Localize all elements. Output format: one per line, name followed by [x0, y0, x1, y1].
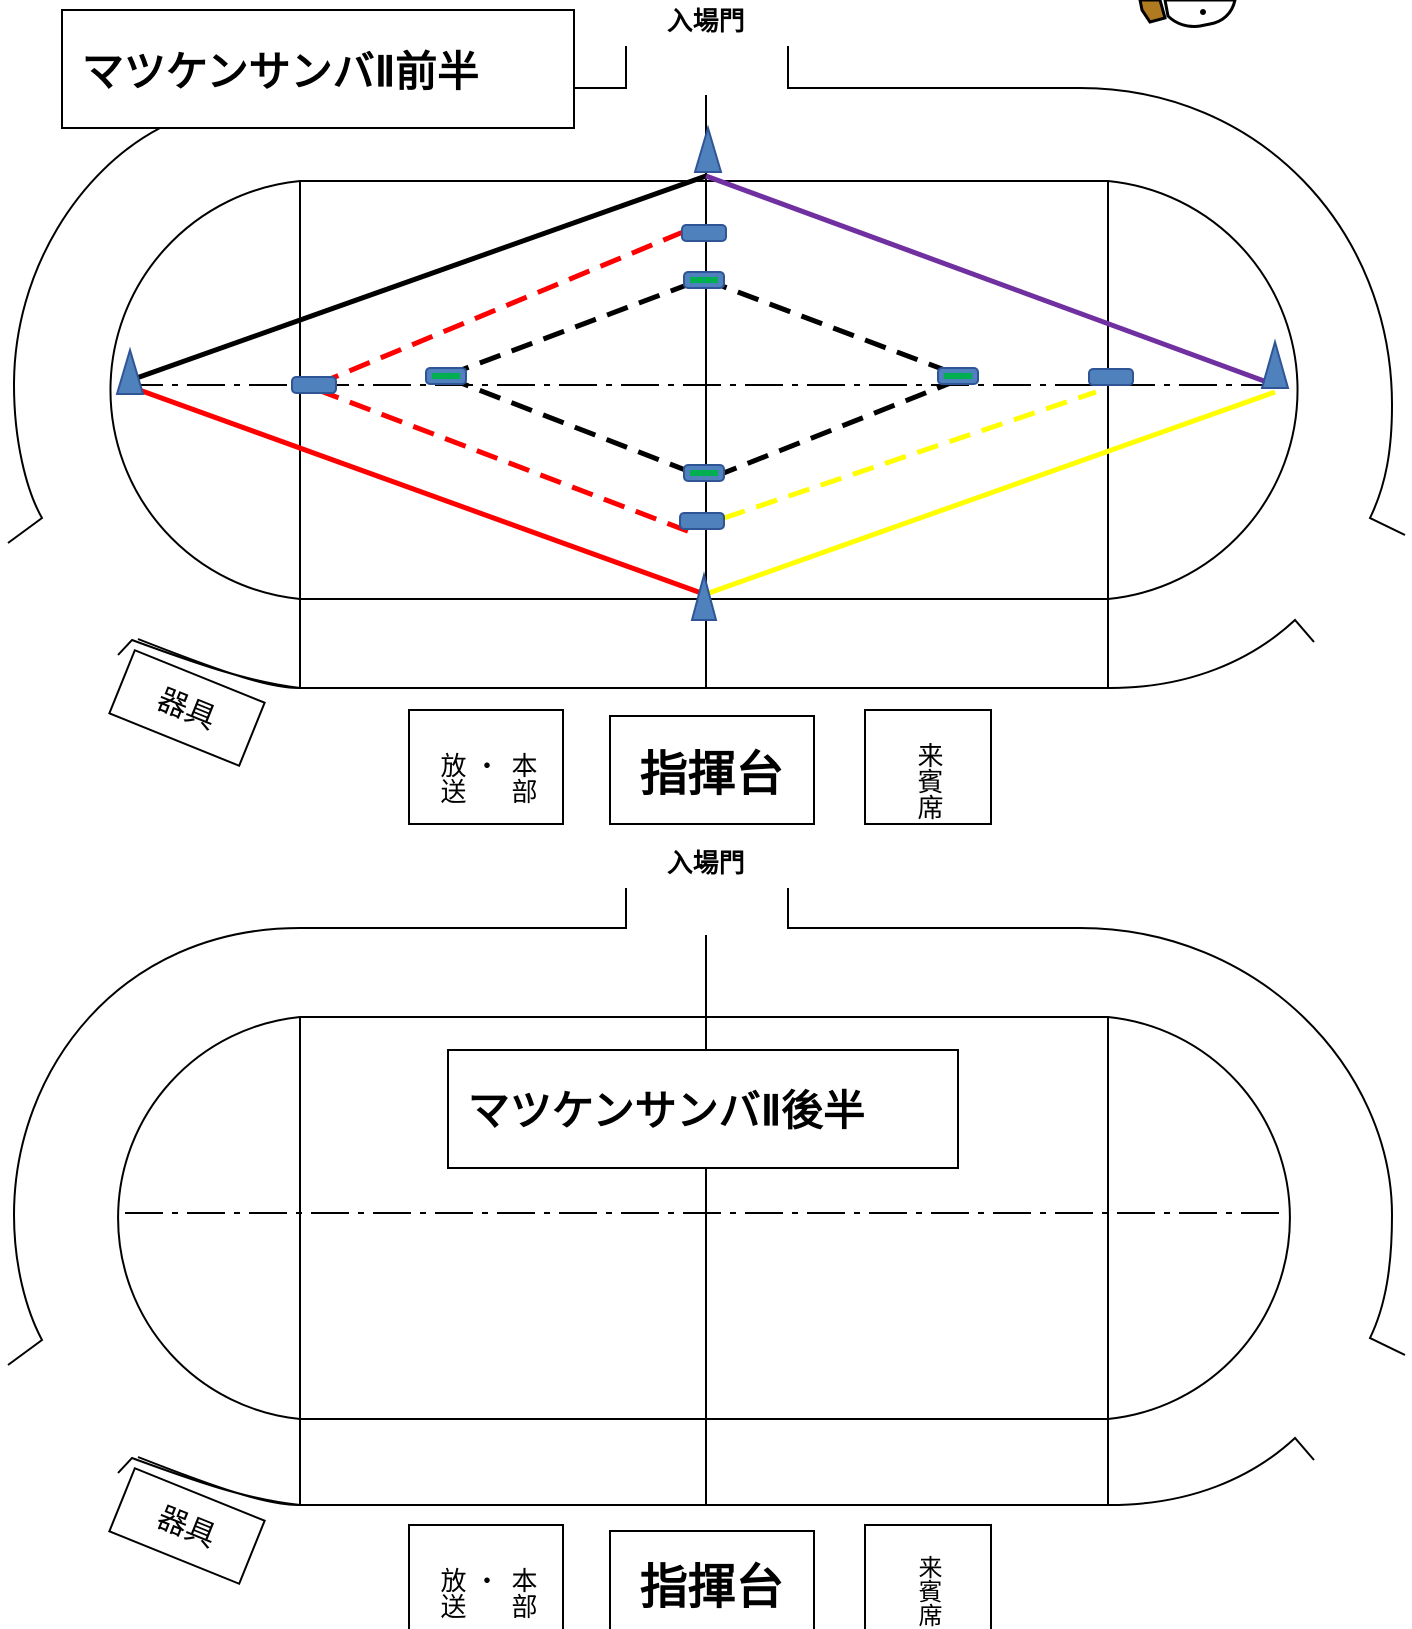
broadcast-dot: ・ [474, 752, 500, 782]
guest-seats-box [864, 1524, 992, 1629]
guest-seats-label: 来賓席 [913, 742, 943, 820]
blue-marker-icon [681, 224, 727, 242]
equipment-box: 器具 [108, 1466, 266, 1586]
formation-dashed-black-tl [447, 277, 701, 378]
broadcast-hq-box [408, 1524, 564, 1629]
outer-track-left-line [7, 127, 161, 544]
green-marker-icon [683, 271, 725, 289]
formation-dashed-black-br [715, 377, 959, 479]
diagram-first-half: マツケンサンバⅡ前半 入場門 器具 放送 ・ 本部 指揮台 来賓席 [7, 0, 1406, 825]
blue-marker-icon [291, 376, 337, 394]
title-box [61, 9, 575, 129]
hq-label: 本部 [507, 1567, 537, 1619]
formation-dashed-red-top [317, 229, 684, 387]
formation-line-yellow [705, 389, 1276, 597]
page-title: マツケンサンバⅡ後半 [468, 1087, 865, 1134]
formation-dashed-yellow [723, 389, 1097, 521]
title-box [447, 1049, 959, 1169]
triangle-cone-icon [115, 346, 145, 395]
formation-dashed-black-tr [705, 277, 959, 378]
triangle-cone-icon [690, 571, 718, 621]
gate-label: 入場門 [667, 7, 745, 37]
guest-seats-box [864, 709, 992, 825]
outer-track-bottom-line [137, 618, 1315, 689]
formation-line-black [130, 173, 707, 383]
gate-label: 入場門 [667, 849, 745, 879]
outer-track-line [7, 888, 1406, 1366]
formation-line-purple [705, 173, 1276, 388]
blue-marker-icon [1088, 368, 1134, 386]
podium-label: 指揮台 [640, 1559, 784, 1615]
podium-box [609, 715, 815, 825]
formation-dashed-black-bl [447, 375, 707, 481]
hq-label: 本部 [507, 752, 537, 804]
diagram-second-half: 入場門 マツケンサンバⅡ後半 器具 放送 ・ 本部 指揮台 来賓席 [7, 849, 1406, 1629]
green-marker-icon [683, 464, 725, 482]
triangle-cone-icon [1260, 338, 1290, 389]
guest-seats-label: 来賓席 [914, 1555, 942, 1627]
formation-dashed-red-bottom [317, 387, 691, 535]
broadcast-label: 放送 [436, 752, 466, 804]
broadcast-hq-box [408, 709, 564, 825]
green-marker-icon [425, 367, 467, 385]
green-marker-icon [937, 367, 979, 385]
podium-label: 指揮台 [640, 746, 784, 802]
broadcast-dot: ・ [474, 1567, 500, 1597]
inner-track-line [109, 180, 1299, 600]
equipment-box: 器具 [108, 648, 266, 768]
triangle-cone-icon [693, 124, 723, 173]
podium-box [609, 1530, 815, 1629]
broadcast-label: 放送 [436, 1567, 466, 1619]
outer-track-line [575, 46, 1406, 536]
blue-marker-icon [679, 512, 725, 530]
page-title: マツケンサンバⅡ前半 [82, 48, 479, 95]
outer-track-bottom-line [137, 1436, 1315, 1506]
mascot-icon [1138, 0, 1237, 28]
formation-line-red [130, 384, 705, 597]
